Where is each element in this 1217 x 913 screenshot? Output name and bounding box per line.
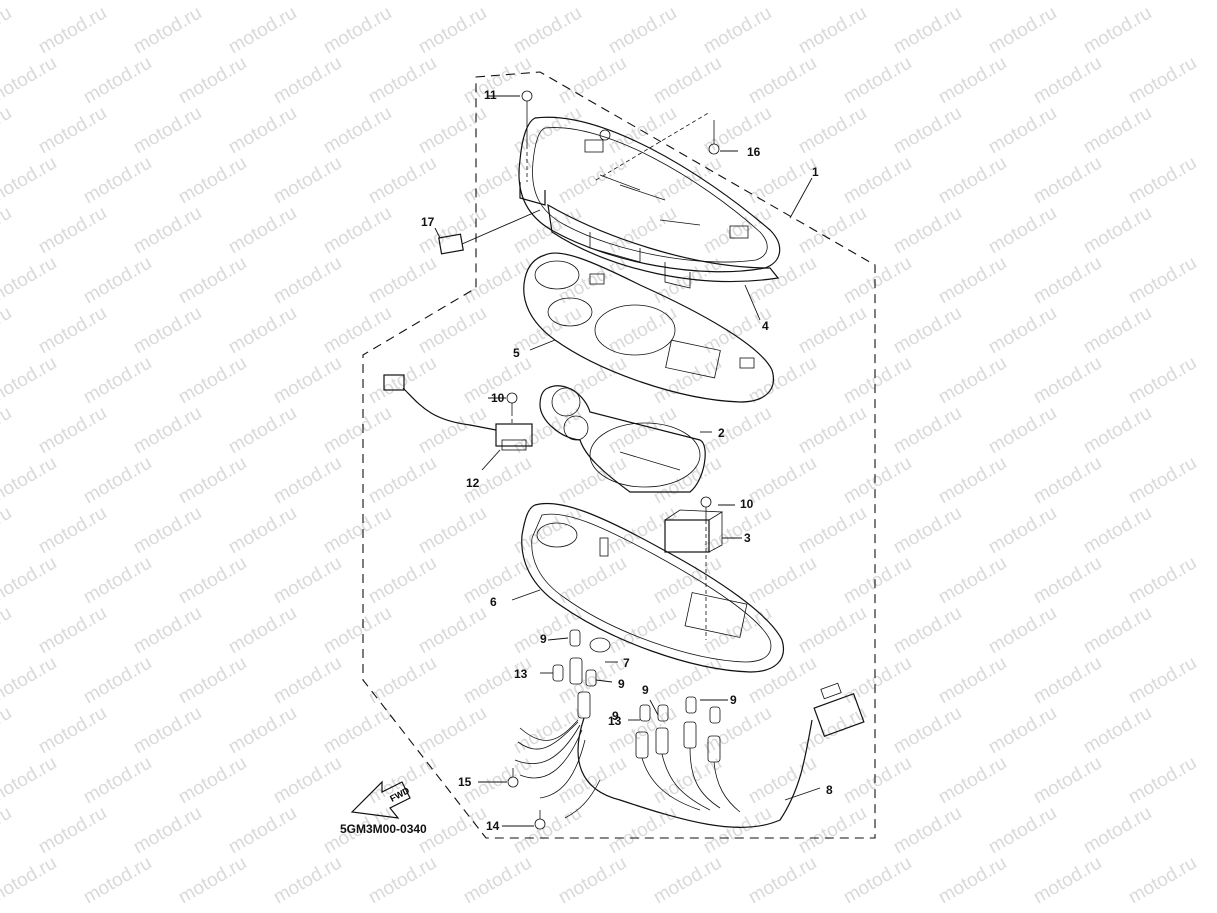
fwd-label: FWD [388, 785, 411, 804]
callout-10: 10 [740, 497, 754, 511]
callout-2: 2 [718, 426, 725, 440]
callout-6: 6 [490, 595, 497, 609]
alignment-lines [511, 111, 711, 640]
callout-9: 9 [642, 683, 649, 697]
callout-16: 16 [747, 145, 761, 159]
callout-9: 9 [612, 709, 619, 723]
fasteners [438, 90, 720, 830]
callout-13: 13 [514, 667, 528, 681]
callout-14: 14 [486, 819, 500, 833]
callout-15: 15 [458, 775, 472, 789]
bulbs-and-sockets [552, 629, 721, 763]
callout-9: 9 [618, 677, 625, 691]
leader-lines [434, 95, 821, 827]
callout-9: 9 [540, 632, 547, 646]
meter-case [521, 502, 784, 673]
meter-bezel [547, 203, 780, 289]
callout-11: 11 [484, 88, 497, 102]
gauge-unit [539, 385, 706, 493]
meter-panel [523, 252, 774, 403]
fwd-arrow: FWD [350, 780, 411, 819]
callout-4: 4 [762, 319, 769, 333]
callout-12: 12 [466, 476, 480, 490]
callout-3: 3 [744, 531, 751, 545]
callout-9: 9 [730, 693, 737, 707]
callout-5: 5 [513, 346, 520, 360]
callout-17: 17 [421, 215, 435, 229]
diagram-code: 5GM3M00-0340 [340, 822, 427, 836]
callout-8: 8 [826, 783, 833, 797]
assembly-boundary [362, 71, 876, 839]
switch-block [664, 509, 724, 553]
callout-13: 13 [608, 714, 622, 728]
sensor-lead [383, 374, 533, 451]
callout-10: 10 [491, 391, 505, 405]
callout-7: 7 [623, 656, 630, 670]
wire-harness [514, 682, 865, 829]
callout-1: 1 [812, 165, 819, 179]
